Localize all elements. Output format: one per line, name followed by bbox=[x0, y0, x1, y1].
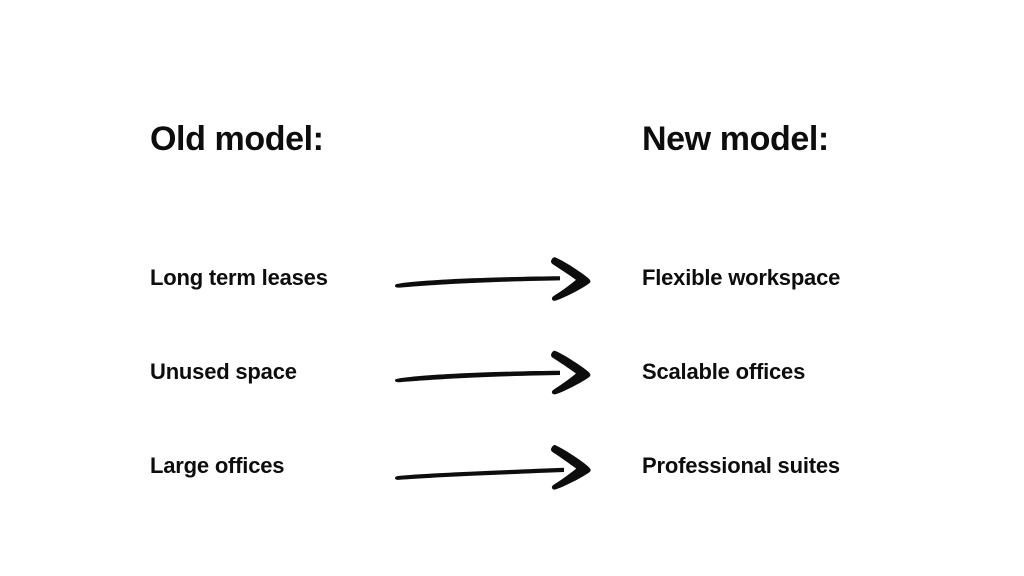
new-model-item-2: Scalable offices bbox=[642, 359, 806, 384]
new-model-heading: New model: bbox=[642, 120, 829, 158]
arrow-right-icon-row-1 bbox=[392, 251, 602, 307]
old-model-item-2: Unused space bbox=[150, 359, 297, 384]
new-model-item-1: Flexible workspace bbox=[642, 265, 841, 290]
old-model-heading: Old model: bbox=[150, 120, 324, 158]
old-model-item-3: Large offices bbox=[150, 453, 285, 478]
arrow-right-icon-row-2 bbox=[392, 345, 602, 401]
old-model-item-1: Long term leases bbox=[150, 265, 328, 290]
arrow-right-icon-row-3 bbox=[392, 440, 602, 496]
new-model-item-3: Professional suites bbox=[642, 453, 840, 478]
